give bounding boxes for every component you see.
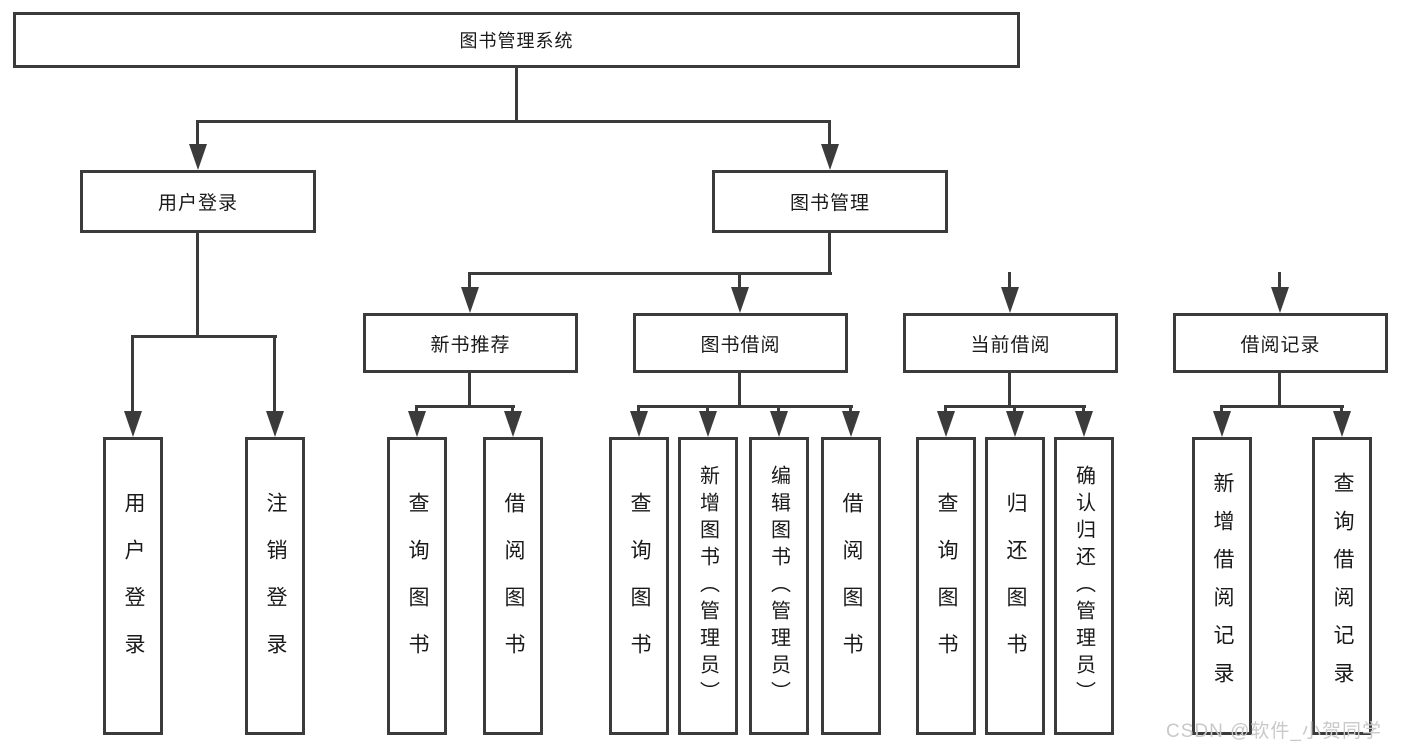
node-user-login: 用户登录: [80, 170, 316, 233]
leaf-user-login: 用户登录: [103, 437, 163, 735]
arrowhead-down-icon: [504, 411, 522, 437]
node-book-management: 图书管理: [712, 170, 948, 233]
arrowhead-down-icon: [821, 144, 839, 170]
connector-arrow-shaft: [1008, 272, 1011, 290]
connector-current-borrow-rail: [946, 405, 1086, 408]
arrowhead-down-icon: [189, 144, 207, 170]
arrowhead-down-icon: [1075, 411, 1093, 437]
connector-root-stem: [515, 68, 518, 122]
connector-book-mgmt-stem: [828, 233, 831, 274]
connector-arrow-shaft: [738, 272, 741, 290]
connector-new-book-rail: [417, 405, 515, 408]
connector-arrow-shaft: [1340, 405, 1343, 414]
leaf-borrow-books-1: 借阅图书: [483, 437, 543, 735]
connector-book-mgmt-rail: [470, 272, 832, 275]
connector-arrow-shaft: [637, 405, 640, 414]
connector-user-login-rail: [133, 335, 277, 338]
leaf-query-books-2: 查询图书: [609, 437, 669, 735]
leaf-logout: 注销登录: [245, 437, 305, 735]
arrowhead-down-icon: [1001, 287, 1019, 313]
connector-arrow-shaft: [131, 335, 134, 413]
leaf-return-books: 归还图书: [985, 437, 1045, 735]
arrowhead-down-icon: [1271, 287, 1289, 313]
connector-arrow-shaft: [1220, 405, 1223, 414]
connector-arrow-shaft: [273, 335, 276, 413]
connector-new-book-stem: [468, 373, 471, 407]
arrowhead-down-icon: [630, 411, 648, 437]
connector-arrow-shaft: [1013, 405, 1016, 414]
arrowhead-down-icon: [1213, 411, 1231, 437]
leaf-confirm-return-admin: 确认归还（管理员）: [1054, 437, 1114, 735]
arrowhead-down-icon: [124, 411, 142, 437]
connector-borrow-records-stem: [1278, 373, 1281, 407]
arrowhead-down-icon: [699, 411, 717, 437]
connector-book-borrow-stem: [738, 373, 741, 407]
connector-arrow-shaft: [944, 405, 947, 414]
connector-arrow-shaft: [828, 120, 831, 148]
connector-arrow-shaft: [511, 405, 514, 414]
arrowhead-down-icon: [1006, 411, 1024, 437]
arrowhead-down-icon: [842, 411, 860, 437]
arrowhead-down-icon: [770, 411, 788, 437]
connector-arrow-shaft: [849, 405, 852, 414]
connector-arrow-shaft: [706, 405, 709, 414]
connector-arrow-shaft: [196, 120, 199, 148]
node-book-borrowing: 图书借阅: [633, 313, 848, 373]
connector-book-borrow-rail: [639, 405, 853, 408]
arrowhead-down-icon: [408, 411, 426, 437]
connector-arrow-shaft: [1082, 405, 1085, 414]
connector-user-login-stem: [196, 233, 199, 337]
connector-arrow-shaft: [1278, 272, 1281, 290]
arrowhead-down-icon: [937, 411, 955, 437]
connector-arrow-shaft: [777, 405, 780, 414]
node-new-book-recommendation: 新书推荐: [363, 313, 578, 373]
node-library-management-system: 图书管理系统: [13, 12, 1020, 68]
arrowhead-down-icon: [731, 287, 749, 313]
connector-borrow-records-rail: [1222, 405, 1344, 408]
leaf-edit-books-admin: 编辑图书（管理员）: [749, 437, 809, 735]
leaf-add-books-admin: 新增图书（管理员）: [678, 437, 738, 735]
arrowhead-down-icon: [266, 411, 284, 437]
csdn-watermark: CSDN @软件_小贺同学: [1166, 721, 1382, 742]
leaf-query-borrow-record: 查询借阅记录: [1312, 437, 1372, 735]
node-current-borrowing: 当前借阅: [903, 313, 1118, 373]
connector-current-borrow-stem: [1008, 373, 1011, 407]
leaf-query-books-3: 查询图书: [916, 437, 976, 735]
arrowhead-down-icon: [461, 287, 479, 313]
node-borrowing-records: 借阅记录: [1173, 313, 1388, 373]
leaf-add-borrow-record: 新增借阅记录: [1192, 437, 1252, 735]
leaf-query-books-1: 查询图书: [387, 437, 447, 735]
leaf-borrow-books-2: 借阅图书: [821, 437, 881, 735]
connector-root-rail: [197, 120, 831, 123]
connector-arrow-shaft: [415, 405, 418, 414]
arrowhead-down-icon: [1333, 411, 1351, 437]
connector-arrow-shaft: [468, 272, 471, 290]
